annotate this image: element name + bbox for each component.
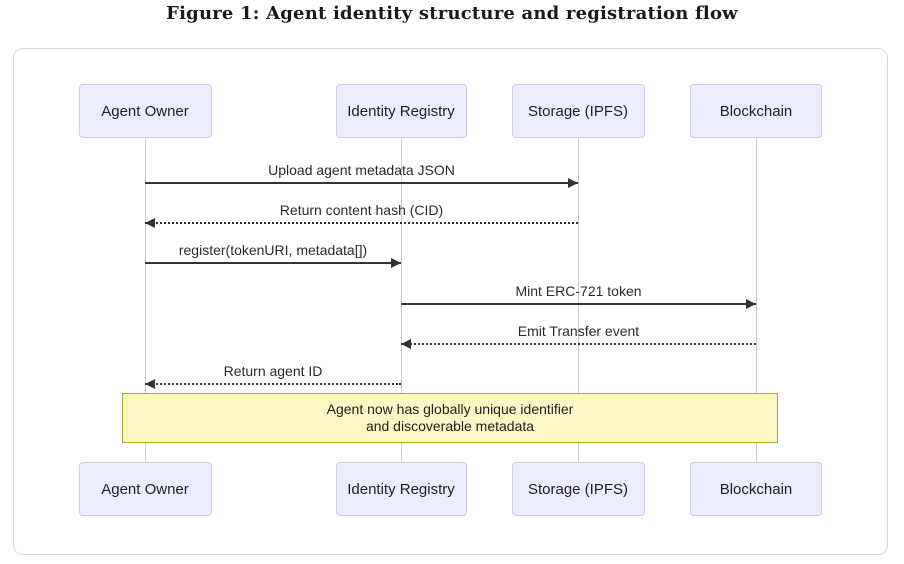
arrowhead-icon [145, 379, 155, 389]
message-arrow [401, 342, 756, 345]
actor-box-bottom-storage-ipfs: Storage (IPFS) [511, 462, 645, 516]
message-arrow [145, 182, 578, 184]
lifeline-identity-registry [400, 137, 402, 463]
arrowhead-icon [391, 258, 401, 269]
message-label: Emit Transfer event [517, 322, 640, 339]
actor-box-top-identity-registry: Identity Registry [335, 84, 467, 138]
message-label: Return agent ID [223, 363, 323, 379]
arrowhead-icon [145, 218, 155, 229]
actor-box-top-blockchain: Blockchain [690, 84, 822, 138]
actor-box-top-agent-owner: Agent Owner [78, 84, 212, 138]
message-label: Return content hash (CID) [279, 202, 444, 219]
actor-box-top-storage-ipfs: Storage (IPFS) [511, 84, 645, 138]
note-line: Agent now has globally unique identifier [326, 401, 574, 417]
message-label: Mint ERC-721 token [515, 282, 642, 299]
actor-box-bottom-blockchain: Blockchain [690, 462, 822, 516]
message-label: register(tokenURI, metadata[]) [178, 242, 368, 259]
lifeline-storage-ipfs [577, 137, 579, 463]
arrowhead-icon [568, 178, 578, 188]
lifeline-blockchain [755, 137, 757, 463]
actor-box-bottom-identity-registry: Identity Registry [335, 462, 467, 516]
arrowhead-icon [746, 298, 756, 309]
message-arrow [401, 302, 756, 305]
arrowhead-icon [401, 338, 411, 349]
message-arrow [145, 262, 401, 265]
figure-title: Figure 1: Agent identity structure and r… [166, 3, 738, 24]
actor-box-bottom-agent-owner: Agent Owner [78, 462, 212, 516]
message-arrow [145, 222, 578, 225]
message-label: Upload agent metadata JSON [268, 162, 455, 178]
note-box: Agent now has globally unique identifier… [122, 393, 778, 443]
message-arrow [145, 383, 401, 385]
note-line: and discoverable metadata [365, 418, 535, 434]
lifeline-agent-owner [144, 137, 146, 463]
